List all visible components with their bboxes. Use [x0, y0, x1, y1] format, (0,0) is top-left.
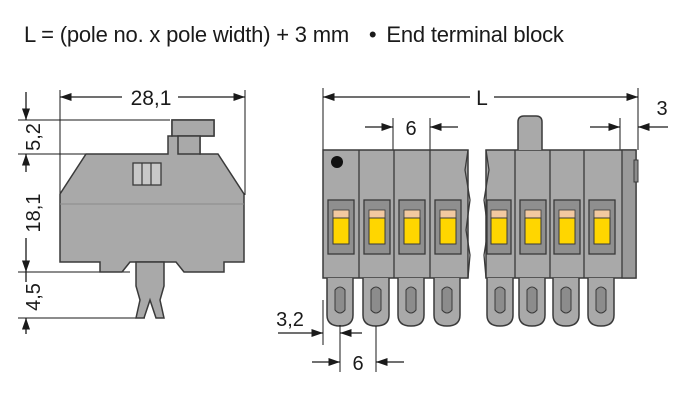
- pitch-bottom-label: 6: [352, 353, 363, 375]
- pole-2: [362, 199, 391, 327]
- caption-formula: L = (pole no. x pole width) + 3 mm: [24, 22, 349, 47]
- length-label: L: [476, 87, 488, 110]
- offset-label: 3,2: [276, 309, 304, 331]
- pole-marker-dot: [331, 156, 343, 168]
- din-clip: [135, 261, 165, 319]
- side-block-body: [59, 119, 245, 273]
- pole-6: [518, 199, 547, 327]
- caption-bullet: •: [368, 22, 377, 47]
- side-width-label: 28,1: [131, 87, 172, 110]
- side-view: 28,1 5,2 18,1 4,5: [18, 86, 246, 334]
- pole-4: [433, 199, 462, 327]
- pitch-top-label: 6: [405, 118, 416, 140]
- caption: L = (pole no. x pole width) + 3 mm • End…: [24, 22, 564, 48]
- pole-1: [326, 199, 355, 327]
- side-foot-label: 4,5: [23, 283, 45, 311]
- caption-note: End terminal block: [386, 22, 564, 47]
- pole-7: [552, 199, 581, 327]
- front-view: L 6 3: [276, 86, 668, 375]
- side-top-label: 5,2: [23, 123, 45, 151]
- pole-5: [486, 199, 514, 327]
- end-label: 3: [656, 98, 667, 120]
- side-body-label: 18,1: [23, 194, 45, 233]
- pole-8: [587, 199, 616, 327]
- marker-slot: [132, 162, 162, 186]
- pole-3: [397, 199, 426, 327]
